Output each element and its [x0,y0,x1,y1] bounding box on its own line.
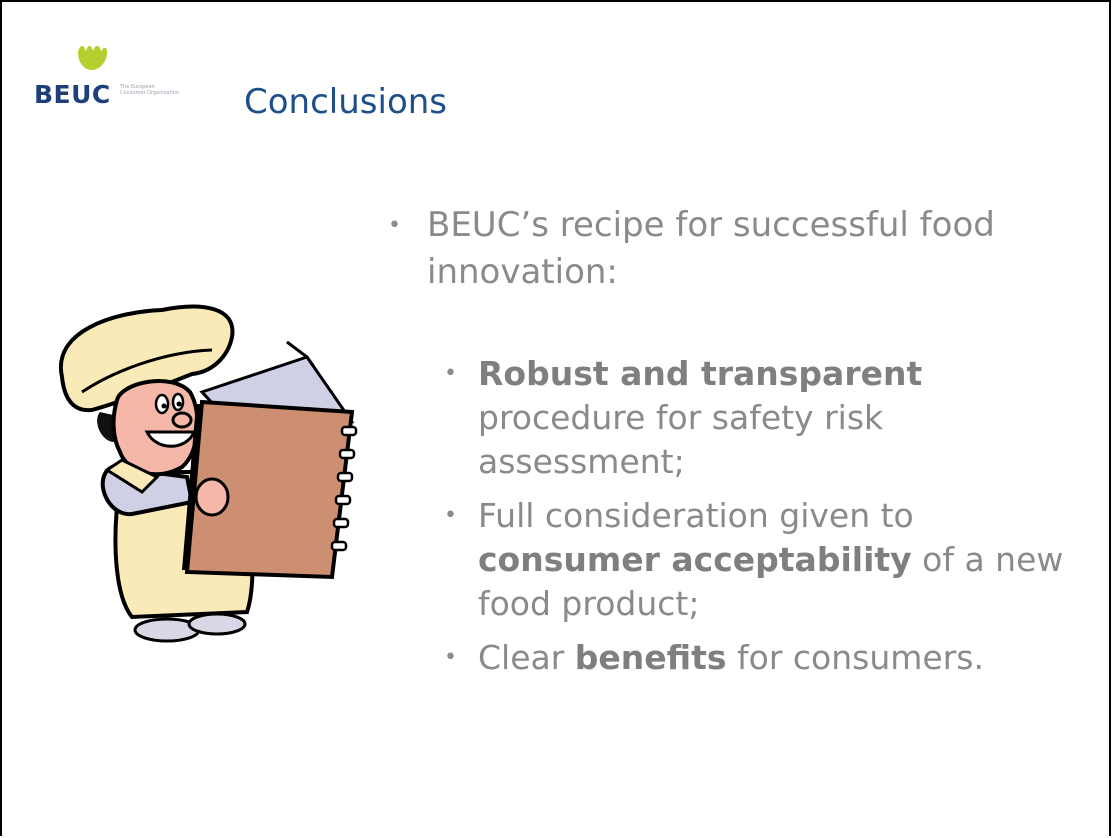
sub-bullet-bold: Robust and transparent [478,354,923,393]
sub-bullet-bold: consumer acceptability [478,540,912,579]
sub-bullet-text: for consumers. [726,638,984,677]
bullet-dot: • [388,213,401,238]
chef-reading-recipe-book-icon [58,304,358,643]
leaf-icon [78,45,108,70]
sub-bullet-item: • Robust and transparent procedure for s… [444,352,1084,484]
logo-tagline: The European Consumer Organisation [120,84,180,96]
sub-bullet-list: • Robust and transparent procedure for s… [444,352,1084,690]
main-bullet: • BEUC’s recipe for successful food inno… [382,202,1082,296]
sub-bullet-text: Clear [478,638,575,677]
main-bullet-text: BEUC’s recipe for successful food innova… [427,205,995,292]
sub-bullet-item: • Full consideration given to consumer a… [444,494,1084,626]
content-area: • BEUC’s recipe for successful food inno… [382,202,1082,677]
sub-bullet-text: procedure for safety risk assessment; [478,398,884,481]
bullet-dot: • [444,361,457,386]
bullet-dot: • [444,503,457,528]
bullet-dot: • [444,645,457,670]
sub-bullet-bold: benefits [574,638,727,677]
beuc-logo: BEUC The European Consumer Organisation [34,40,179,120]
sub-bullet-text: Full consideration given to [478,496,914,535]
sub-bullet-text: of a new food product; [478,540,1064,623]
sub-bullet-item: • Clear benefits for consumers. [444,636,1084,680]
logo-wordmark: BEUC [34,80,111,109]
slide-title: Conclusions [244,82,448,122]
